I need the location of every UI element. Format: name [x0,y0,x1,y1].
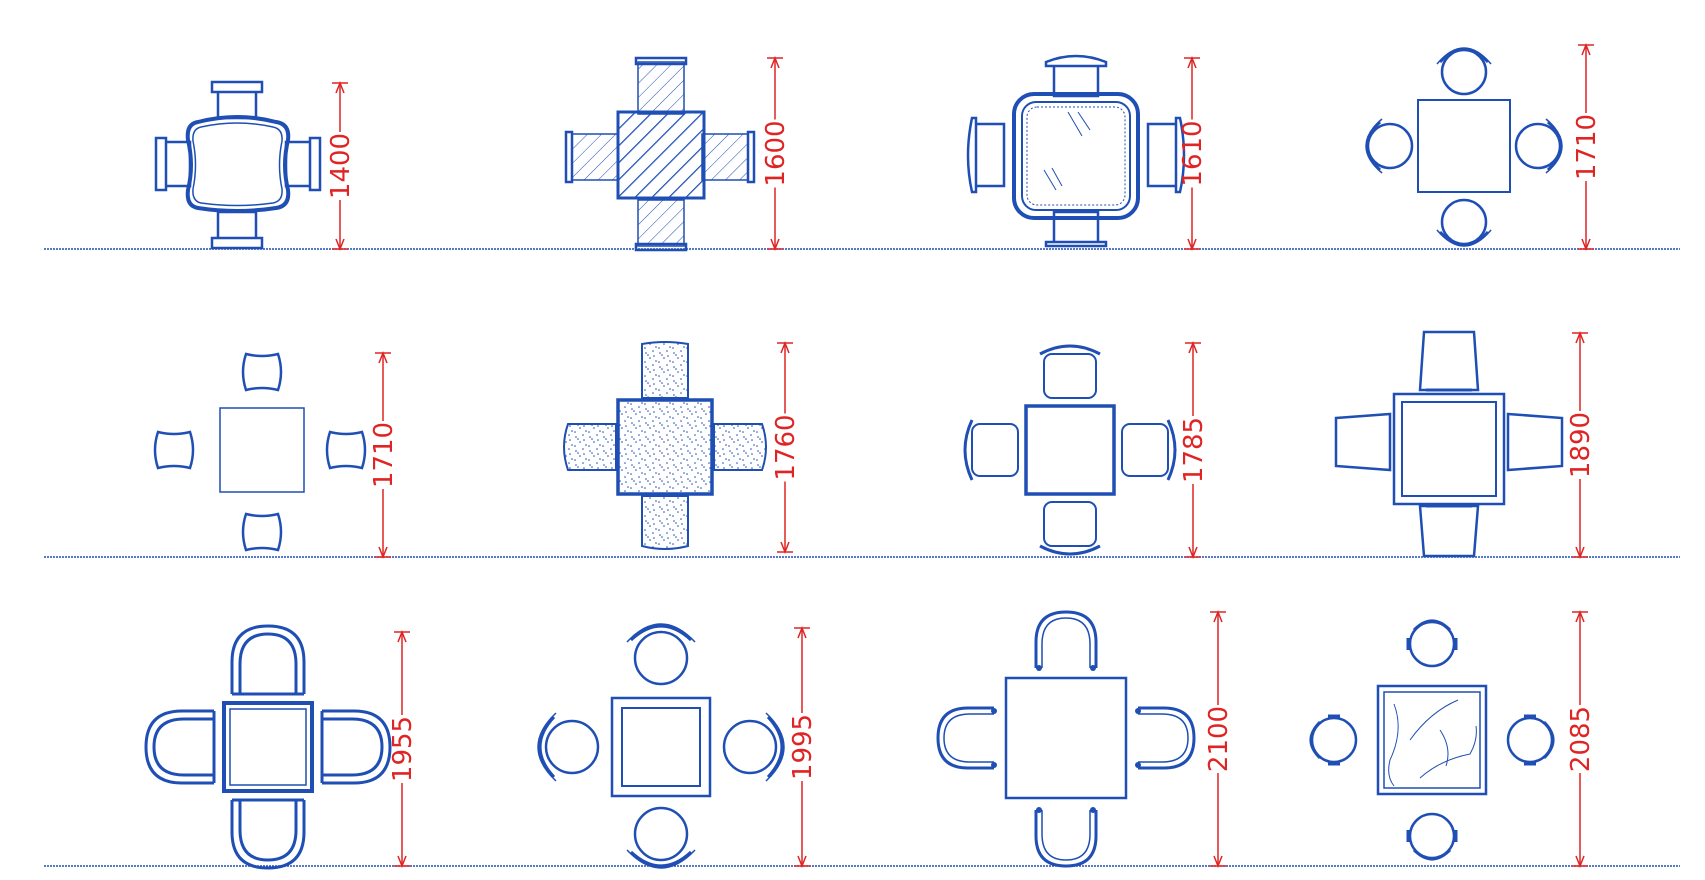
dimension-1785: 1785 [1179,340,1209,560]
table-set-cushion-stools [153,352,367,552]
dimension-label: 1610 [1178,120,1208,186]
stool-top [626,623,696,686]
chair-left [144,709,216,785]
chair-top [230,624,306,696]
table-set-speckled [563,341,767,550]
dimension-label: 1955 [388,716,418,782]
dimension-1995: 1995 [788,625,818,869]
dimension-label: 1995 [788,714,818,780]
chair-right [320,709,392,785]
dimension-label: 1890 [1566,412,1596,478]
table-set-bentwood-chairs [936,610,1196,868]
chair-left [936,706,997,770]
table-set-hatched [564,56,756,252]
chair-right [1121,423,1169,477]
dimension-label: 1710 [1572,114,1602,180]
chair-bottom [1034,807,1098,868]
dimension-1610: 1610 [1178,55,1208,252]
dimension-1600: 1600 [761,55,791,252]
chair-left [1365,118,1414,174]
table-set-glass [966,54,1186,248]
dimension-1955: 1955 [388,629,418,869]
stool-left [153,430,195,470]
table-set-round-chairs [1365,47,1563,247]
chair-left [971,423,1019,477]
chair-top [1418,330,1480,392]
dimension-label: 1710 [369,422,399,488]
chair-right [1514,118,1563,174]
chair-right [1135,706,1196,770]
chair-right [1506,714,1555,766]
chair-bottom [1418,504,1480,558]
dimension-2100: 2100 [1204,609,1234,869]
table-set-arched-chairs [144,624,392,870]
table-set-circle-stools [537,623,785,869]
stool-right [325,430,367,470]
stool-left [537,712,600,782]
stool-top [241,352,283,392]
table-set-armchairs [1334,330,1564,558]
dimension-label: 1760 [771,414,801,480]
stool-right [722,712,785,782]
chair-bottom [1043,501,1097,547]
table-set-marble [1309,619,1555,861]
stool-bottom [626,806,696,869]
dimension-1400: 1400 [326,80,356,252]
chair-right [1506,412,1564,472]
stool-bottom [241,512,283,552]
dimension-label: 2085 [1566,706,1596,772]
dimension-1760: 1760 [771,340,801,555]
table-set-padded-chairs [963,344,1177,556]
dimension-label: 1600 [761,120,791,186]
dimension-label: 1400 [326,133,356,199]
chair-top [1034,610,1098,671]
dimension-label: 1785 [1179,417,1209,483]
chair-left [1334,412,1392,472]
chair-left [1309,714,1358,766]
chair-top [1043,353,1097,399]
dimension-1710: 1710 [369,350,399,560]
dimension-1710: 1710 [1572,42,1602,252]
chair-bottom [230,798,306,870]
dimension-1890: 1890 [1566,330,1596,560]
chair-top [1436,47,1492,96]
chair-top [1406,619,1458,668]
chair-bottom [1436,198,1492,247]
table-set-wavy [154,80,322,250]
chair-bottom [1406,812,1458,861]
dimension-2085: 2085 [1566,609,1596,869]
dimension-label: 2100 [1204,706,1234,772]
